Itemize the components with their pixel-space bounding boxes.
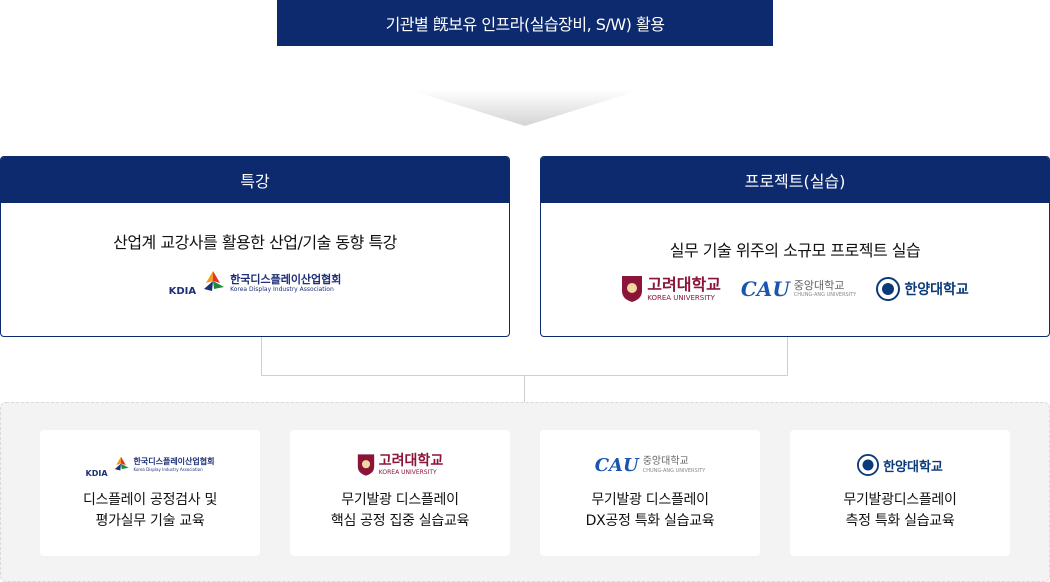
program-card-chung-ang-university: CAU 중앙대학교 CHUNG-ANG UNIVERSITY 무기발광 디스플레… <box>540 430 760 556</box>
kdia-subname: Korea Display Industry Association <box>133 467 203 472</box>
chung-ang-university-name: 중앙대학교 <box>793 279 845 292</box>
program-card-text: 디스플레이 공정검사 및 평가실무 기술 교육 <box>82 492 218 529</box>
chung-ang-university-logo: CAU 중앙대학교 CHUNG-ANG UNIVERSITY <box>595 452 706 478</box>
cau-mark: CAU <box>740 277 790 301</box>
program-card-korea-university: 고려대학교 KOREA UNIVERSITY 무기발광 디스플레이 핵심 공정 … <box>290 430 510 556</box>
kdia-emblem-icon <box>114 456 129 471</box>
project-box-header: 프로젝트(실습) <box>541 157 1049 203</box>
program-card-kdia: KDIA 한국디스플레이산업협회 Korea Display Industry … <box>40 430 260 556</box>
chung-ang-university-subname: CHUNG-ANG UNIVERSITY <box>642 467 706 474</box>
chung-ang-university-logo: CAU 중앙대학교 CHUNG-ANG UNIVERSITY <box>741 277 856 301</box>
korea-university-shield-icon <box>357 454 374 476</box>
hanyang-university-name: 한양대학교 <box>883 459 943 475</box>
top-banner-title: 기관별 旣보유 인프라(실습장비, S/W) 활용 <box>385 15 665 34</box>
down-arrow-icon <box>410 90 640 126</box>
korea-university-subname: KOREA UNIVERSITY <box>647 293 715 302</box>
korea-university-logo: 고려대학교 KOREA UNIVERSITY <box>621 275 721 303</box>
hanyang-university-seal-icon <box>857 454 880 476</box>
connector-stem <box>524 376 525 402</box>
chung-ang-university-name: 중앙대학교 <box>642 455 689 467</box>
korea-university-shield-icon <box>622 276 643 302</box>
hanyang-university-seal-icon <box>876 277 901 301</box>
kdia-logo: KDIA 한국디스플레이산업협회 Korea Display Industry … <box>168 269 342 297</box>
project-logo-row: 고려대학교 KOREA UNIVERSITY CAU 중앙대학교 CHUNG-A… <box>541 275 1049 303</box>
korea-university-name: 고려대학교 <box>378 453 444 469</box>
kdia-name: 한국디스플레이산업협회 <box>230 272 342 286</box>
project-box-description: 실무 기술 위주의 소규모 프로젝트 실습 <box>669 241 921 260</box>
kdia-abbr: KDIA <box>85 469 108 478</box>
hanyang-university-logo: 한양대학교 <box>876 277 969 301</box>
hanyang-university-logo: 한양대학교 <box>857 452 943 478</box>
program-card-text: 무기발광 디스플레이 DX공정 특화 실습교육 <box>585 492 715 529</box>
korea-university-subname: KOREA UNIVERSITY <box>378 469 437 476</box>
lecture-box: 특강 산업계 교강사를 활용한 산업/기술 동향 특강 KDIA 한국디스플레이… <box>0 156 510 337</box>
program-card-text: 무기발광 디스플레이 핵심 공정 집중 실습교육 <box>330 492 470 529</box>
korea-university-name: 고려대학교 <box>647 274 721 294</box>
korea-university-logo: 고려대학교 KOREA UNIVERSITY <box>357 452 443 478</box>
program-card-text: 무기발광디스플레이 측정 특화 실습교육 <box>843 492 957 529</box>
kdia-emblem-icon <box>204 271 225 291</box>
kdia-abbr: KDIA <box>168 286 197 297</box>
programs-panel: KDIA 한국디스플레이산업협회 Korea Display Industry … <box>0 402 1050 582</box>
cau-mark: CAU <box>594 454 639 476</box>
kdia-name: 한국디스플레이산업협회 <box>133 457 215 466</box>
project-box: 프로젝트(실습) 실무 기술 위주의 소규모 프로젝트 실습 고려대학교 KOR… <box>540 156 1050 337</box>
lecture-box-description: 산업계 교강사를 활용한 산업/기술 동향 특강 <box>113 233 397 252</box>
lecture-box-header: 특강 <box>1 157 509 203</box>
kdia-logo: KDIA 한국디스플레이산업협회 Korea Display Industry … <box>85 452 215 478</box>
chung-ang-university-subname: CHUNG-ANG UNIVERSITY <box>793 292 857 298</box>
top-banner: 기관별 旣보유 인프라(실습장비, S/W) 활용 <box>277 0 773 46</box>
lecture-logo-row: KDIA 한국디스플레이산업협회 Korea Display Industry … <box>1 269 509 297</box>
kdia-subname: Korea Display Industry Association <box>230 285 334 293</box>
connector-bracket <box>261 337 788 376</box>
program-card-hanyang-university: 한양대학교 무기발광디스플레이 측정 특화 실습교육 <box>790 430 1010 556</box>
hanyang-university-name: 한양대학교 <box>904 282 969 298</box>
